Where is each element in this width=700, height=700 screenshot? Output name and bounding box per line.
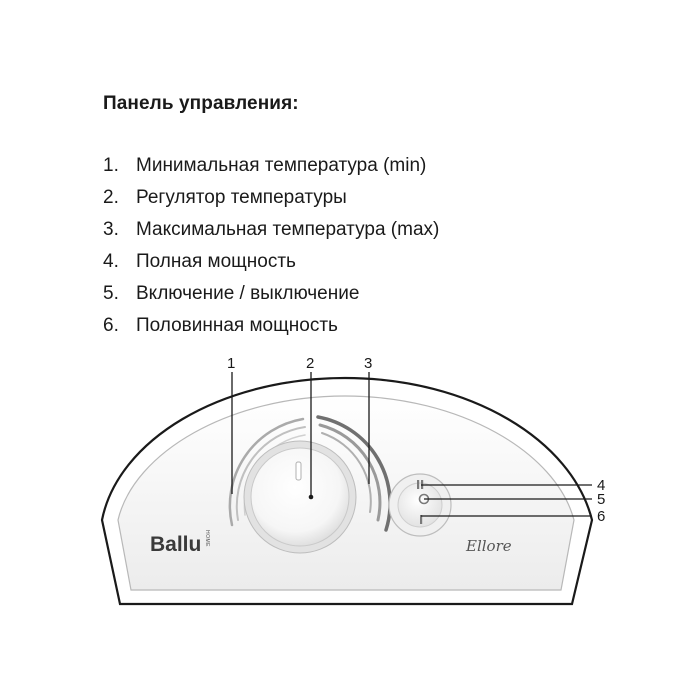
legend-text: Включение / выключение xyxy=(136,283,360,304)
legend-number: 5. xyxy=(103,283,119,304)
callout-number-3: 3 xyxy=(364,355,372,372)
model-name: Ellore xyxy=(465,537,512,555)
legend-text: Половинная мощность xyxy=(136,315,338,336)
brand-sub-logo: HOME xyxy=(204,530,210,547)
legend-number: 3. xyxy=(103,219,119,240)
legend-item-full-power: 4. Полная мощность xyxy=(103,249,439,281)
thermostat-knob-icon xyxy=(295,461,302,481)
legend-text: Максимальная температура (max) xyxy=(136,219,440,240)
legend-item-min-temp: 1. Минимальная температура (min) xyxy=(103,153,439,185)
legend-number: 6. xyxy=(103,315,119,336)
callout-number-2: 2 xyxy=(306,355,314,372)
brand-logo: Ballu xyxy=(150,533,201,556)
callout-number-5: 5 xyxy=(597,491,605,508)
page-title: Панель управления: xyxy=(103,93,299,114)
power-switch[interactable] xyxy=(388,473,452,537)
temperature-scale-icon xyxy=(228,415,392,532)
legend-list: 1. Минимальная температура (min) 2. Регу… xyxy=(103,153,439,345)
legend-item-max-temp: 3. Максимальная температура (max) xyxy=(103,217,439,249)
legend-text: Полная мощность xyxy=(136,251,296,272)
callout-number-4: 4 xyxy=(597,477,605,494)
legend-text: Регулятор температуры xyxy=(136,187,347,208)
legend-number: 4. xyxy=(103,251,119,272)
legend-item-half-power: 6. Половинная мощность xyxy=(103,313,439,345)
legend-number: 2. xyxy=(103,187,119,208)
legend-item-temp-regulator: 2. Регулятор температуры xyxy=(103,185,439,217)
callout-dot xyxy=(308,494,314,500)
legend-item-on-off: 5. Включение / выключение xyxy=(103,281,439,313)
callout-number-6: 6 xyxy=(597,508,605,525)
legend-number: 1. xyxy=(103,155,119,176)
legend-text: Минимальная температура (min) xyxy=(136,155,427,176)
temperature-knob[interactable] xyxy=(243,440,357,554)
callout-number-1: 1 xyxy=(227,355,235,372)
